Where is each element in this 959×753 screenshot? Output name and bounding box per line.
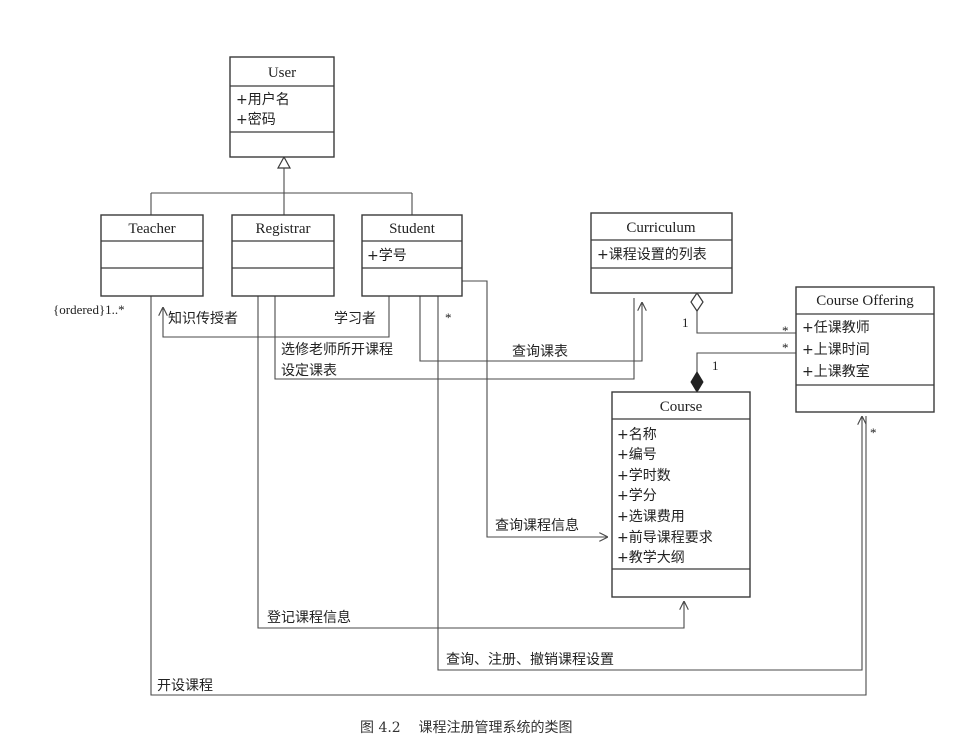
class-name: Curriculum	[626, 220, 695, 236]
course-offering-composition-edge	[696, 352, 796, 372]
generalization-edges	[150, 167, 413, 215]
class-course-offering[interactable]: Course Offering +任课教师 +上课时间 +上课教室	[795, 286, 935, 413]
class-attribute: +上课时间	[802, 342, 870, 358]
class-attribute: +教学大纲	[617, 550, 685, 566]
class-attribute: +学号	[367, 248, 407, 264]
open-course-label: 开设课程	[157, 678, 213, 694]
class-name: Course	[660, 399, 703, 415]
query-course-info-edge	[462, 280, 608, 537]
learn-role-label: 学习者	[334, 311, 376, 327]
select-courses-label: 选修老师所开课程	[281, 342, 393, 358]
class-attribute: +密码	[236, 111, 276, 128]
teacher-student-edge	[163, 296, 390, 338]
register-course-info-label: 登记课程信息	[267, 609, 351, 626]
class-attribute: +前导课程要求	[617, 529, 713, 546]
class-name: Course Offering	[816, 293, 914, 309]
class-attribute: +名称	[617, 427, 657, 443]
class-attribute: +用户名	[236, 91, 290, 108]
class-course[interactable]: Course +名称 +编号 +学时数 +学分 +选课费用 +前导课程要求 +教…	[611, 391, 751, 598]
class-attribute: +学分	[617, 488, 657, 504]
class-name: Registrar	[256, 221, 311, 237]
class-attribute: +任课教师	[802, 320, 870, 336]
class-name: User	[268, 65, 296, 81]
manage-offering-label: 查询、注册、撤销课程设置	[446, 652, 614, 668]
offering-multiplicity-bottom: *	[870, 425, 877, 440]
class-name: Teacher	[128, 221, 175, 237]
curriculum-offering-aggregation-edge	[696, 311, 796, 334]
class-attribute: +学时数	[617, 468, 671, 484]
query-schedule-label: 查询课表	[512, 344, 568, 360]
set-schedule-edge	[274, 296, 635, 380]
course-multiplicity: 1	[712, 358, 719, 373]
aggregation-diamond-icon	[690, 291, 704, 313]
class-attribute: +选课费用	[617, 509, 685, 525]
class-attribute: +上课教室	[802, 363, 870, 380]
class-student[interactable]: Student +学号	[361, 214, 463, 297]
class-curriculum[interactable]: Curriculum +课程设置的列表	[590, 212, 733, 294]
query-course-info-label: 查询课程信息	[495, 517, 579, 534]
composition-diamond-icon	[690, 371, 704, 393]
manage-offering-edge	[437, 296, 862, 671]
class-attribute: +课程设置的列表	[597, 247, 707, 263]
class-name: Student	[389, 221, 436, 237]
class-registrar[interactable]: Registrar	[231, 214, 335, 297]
open-course-edge	[150, 296, 867, 696]
offering-multiplicity-mid: *	[782, 340, 789, 355]
class-attribute: +编号	[617, 447, 657, 463]
offering-multiplicity-top: *	[782, 323, 789, 338]
figure-caption: 图 4.2 课程注册管理系统的类图	[360, 720, 573, 736]
teach-role-label: 知识传授者	[168, 310, 238, 327]
class-user[interactable]: User +用户名 +密码	[229, 56, 335, 158]
query-schedule-edge	[419, 296, 642, 362]
student-multiplicity: *	[445, 310, 452, 325]
curriculum-multiplicity: 1	[682, 315, 689, 330]
class-teacher[interactable]: Teacher	[100, 214, 204, 297]
set-schedule-label: 设定课表	[281, 363, 337, 379]
register-course-info-edge	[257, 296, 684, 629]
inheritance-triangle-icon	[276, 155, 292, 169]
teacher-multiplicity: {ordered}1..*	[53, 302, 125, 317]
